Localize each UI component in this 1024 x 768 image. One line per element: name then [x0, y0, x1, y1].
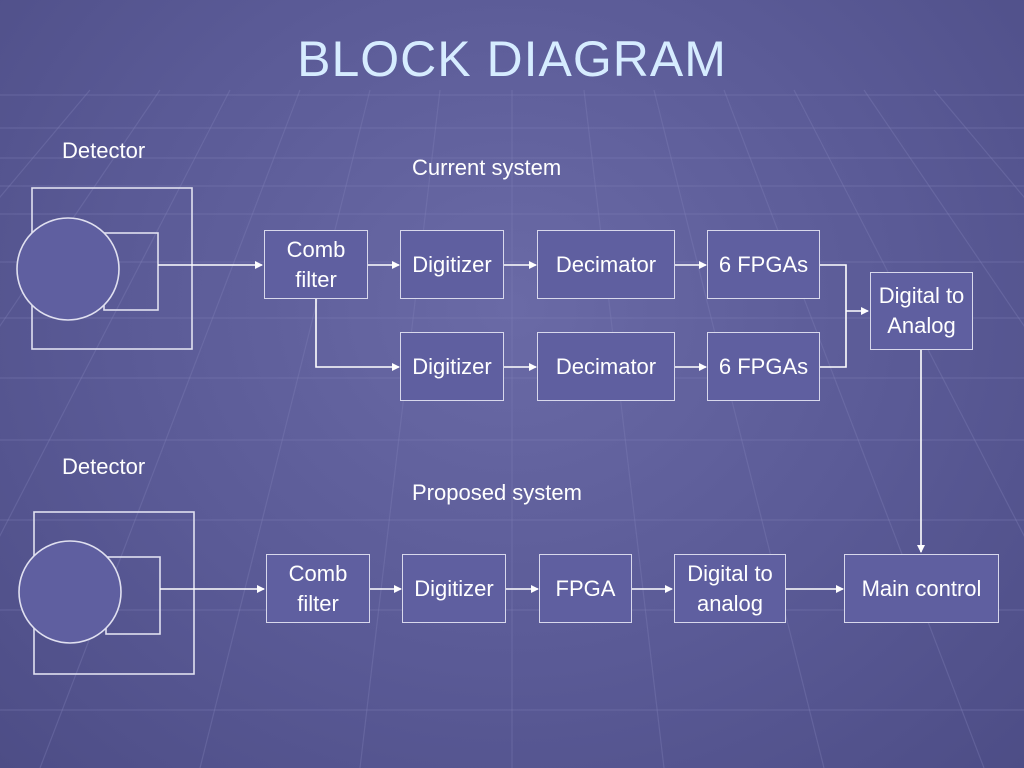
- current-fpgas-block-2: 6 FPGAs: [707, 332, 820, 401]
- current-detector-housing: [31, 187, 193, 350]
- proposed-detector-label: Detector: [62, 454, 146, 479]
- proposed-digitizer-block: Digitizer: [402, 554, 506, 623]
- current-detector-label: Detector: [62, 138, 146, 163]
- current-digitizer-block-2: Digitizer: [400, 332, 504, 401]
- proposed-detector-inner: [105, 556, 161, 635]
- current-comb-filter-block: Comb filter: [264, 230, 368, 299]
- proposed-system-label: Proposed system: [412, 480, 582, 505]
- current-digitizer-block-1: Digitizer: [400, 230, 504, 299]
- proposed-detector-housing: [33, 511, 195, 675]
- current-decimator-block-2: Decimator: [537, 332, 675, 401]
- page-title: BLOCK DIAGRAM: [297, 31, 727, 87]
- current-detector-circle: [16, 217, 120, 321]
- current-decimator-block-1: Decimator: [537, 230, 675, 299]
- current-dac-block: Digital to Analog: [870, 272, 973, 350]
- proposed-fpga-block: FPGA: [539, 554, 632, 623]
- current-detector-inner: [103, 232, 159, 311]
- proposed-comb-filter-block: Comb filter: [266, 554, 370, 623]
- main-control-block: Main control: [844, 554, 999, 623]
- current-fpgas-block-1: 6 FPGAs: [707, 230, 820, 299]
- proposed-dac-block: Digital to analog: [674, 554, 786, 623]
- current-system-label: Current system: [412, 155, 562, 180]
- proposed-detector-circle: [18, 540, 122, 644]
